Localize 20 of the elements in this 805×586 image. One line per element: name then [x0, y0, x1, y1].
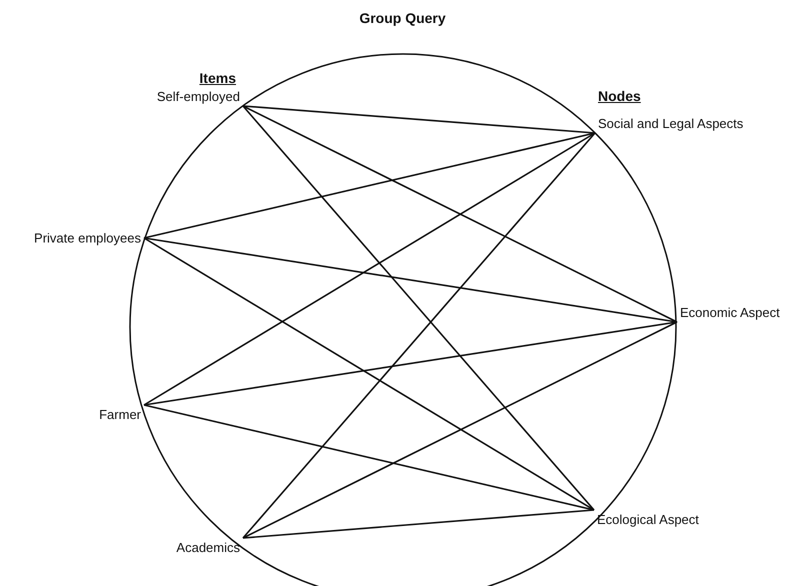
node-label: Farmer — [96, 405, 144, 424]
connector-line — [242, 105, 678, 323]
column-heading: Items — [199, 70, 236, 86]
column-heading: Nodes — [598, 88, 641, 104]
diagram-title: Group Query — [359, 10, 446, 26]
node-label: Economic Aspect — [677, 303, 783, 322]
connector-line — [144, 132, 596, 406]
node-label: Private employees — [31, 228, 144, 248]
node-label: Self-employed — [154, 87, 243, 106]
connector-line — [144, 132, 596, 239]
connector-line — [242, 321, 678, 539]
connector-line — [242, 509, 594, 539]
connector-line — [144, 321, 678, 406]
node-label: Social and Legal Aspects — [595, 114, 746, 133]
connector-line — [242, 105, 596, 134]
connector-line — [144, 237, 678, 323]
connector-line — [144, 404, 594, 511]
connector-line — [144, 237, 594, 511]
node-label: Academics — [173, 538, 243, 557]
node-label: Ecological Aspect — [594, 510, 702, 529]
